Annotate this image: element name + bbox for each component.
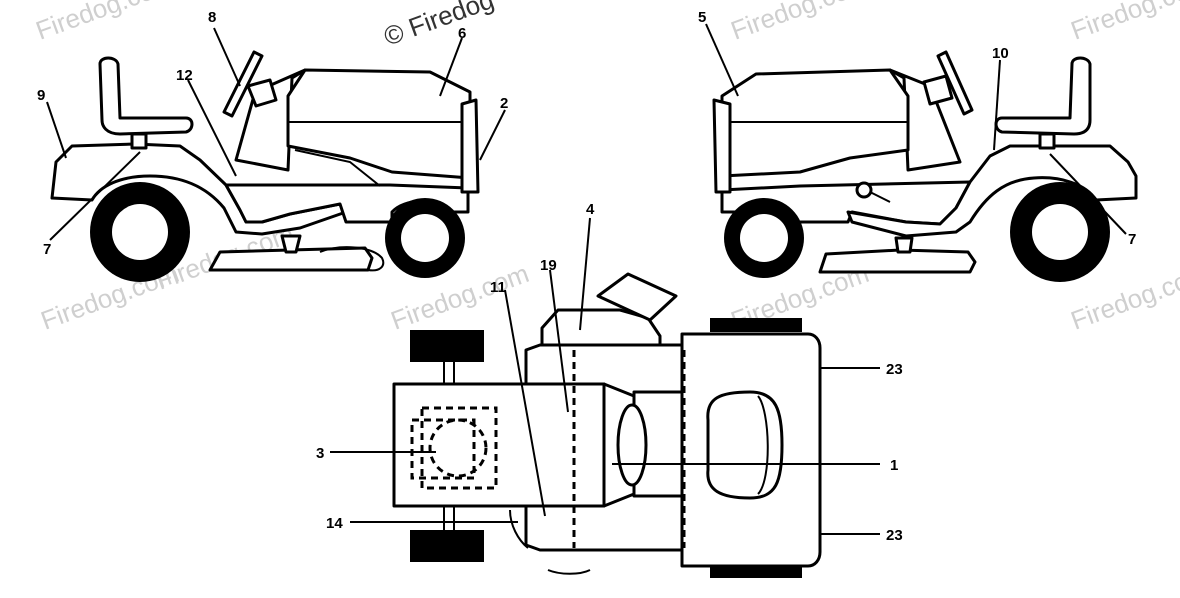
side-curve <box>509 509 529 549</box>
leader-lines <box>46 23 1127 535</box>
callout-10: 10 <box>992 45 1009 62</box>
watermark-text: Firedog.com <box>727 0 873 46</box>
steering-column <box>246 78 278 108</box>
callout-14: 14 <box>326 515 343 532</box>
callout-8: 8 <box>208 9 216 26</box>
callout-labels: 9 8 12 6 2 7 5 10 7 4 19 11 3 14 1 23 23 <box>37 9 1136 544</box>
callout-19: 19 <box>540 257 557 274</box>
callout-23-bottom: 23 <box>886 527 903 544</box>
discharge-chute <box>319 246 385 272</box>
mower-deck <box>818 248 977 274</box>
front-wheel <box>385 198 465 278</box>
steering-wheel <box>936 50 974 116</box>
front-tire-bottom <box>410 530 484 562</box>
deck-hanger <box>280 234 302 254</box>
front-tire-top <box>410 330 484 362</box>
dash-top <box>540 308 662 347</box>
deck-hanger <box>894 236 914 254</box>
callout-12: 12 <box>176 67 193 84</box>
seat-back-top <box>757 395 769 495</box>
watermark-text: Firedog.com <box>1067 0 1180 46</box>
rear-wheel <box>90 182 190 282</box>
callout-23-top: 23 <box>886 361 903 378</box>
dashed-decal-outline <box>420 406 498 490</box>
raised-hood-flap <box>596 272 678 322</box>
front-wheel <box>724 198 804 278</box>
watermark-text: © Firedog <box>380 0 498 52</box>
deck-skirt <box>547 569 591 575</box>
rear-tire-bottom <box>710 566 802 578</box>
callout-7-right: 7 <box>1128 231 1136 248</box>
callout-6: 6 <box>458 25 466 42</box>
callout-3: 3 <box>316 445 324 462</box>
lift-lever <box>869 191 891 203</box>
tractor-top-view <box>392 272 822 578</box>
steering-column <box>922 74 954 106</box>
seat-top <box>706 390 784 500</box>
dashed-cap <box>428 418 488 478</box>
callout-7-left: 7 <box>43 241 51 258</box>
steering-wheel-top <box>616 403 648 487</box>
front-axle <box>443 362 455 530</box>
seat-support <box>130 132 148 150</box>
tractor-right-side-view <box>712 50 1138 282</box>
rear-wheel <box>1010 182 1110 282</box>
seat-support <box>1038 132 1056 150</box>
callout-1: 1 <box>890 457 898 474</box>
callout-4: 4 <box>586 201 595 218</box>
callout-11: 11 <box>490 279 506 296</box>
callout-5: 5 <box>698 9 706 26</box>
rear-tire-top <box>710 318 802 332</box>
callout-9: 9 <box>37 87 45 104</box>
hood-side-panel <box>460 98 480 194</box>
seat <box>994 56 1092 136</box>
watermark-text: Firedog.com <box>32 0 178 46</box>
seat <box>98 56 194 136</box>
hood-side-panel <box>712 98 732 194</box>
callout-2: 2 <box>500 95 508 112</box>
hood-lower-line <box>294 149 381 187</box>
dashed-decal-outline <box>410 418 476 480</box>
lever-knob <box>855 181 873 199</box>
steering-wheel <box>222 50 264 118</box>
